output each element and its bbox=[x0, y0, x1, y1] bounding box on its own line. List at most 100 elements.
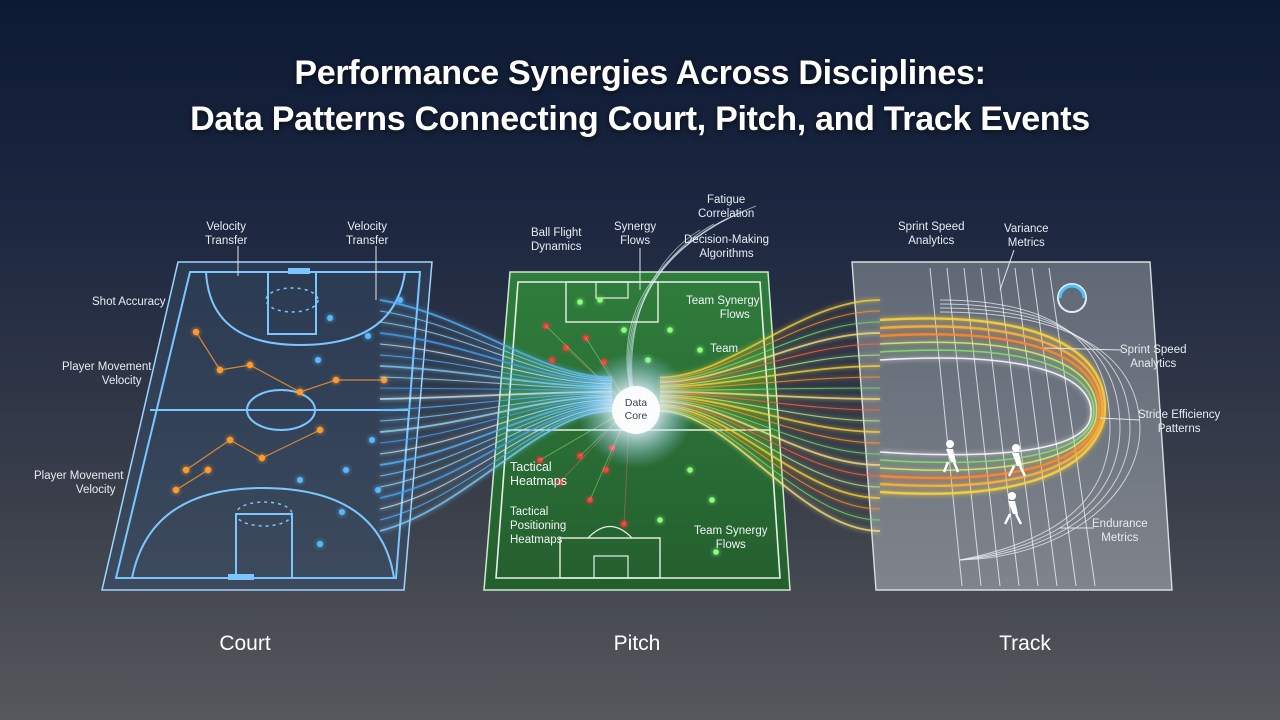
pitch-green-dot bbox=[621, 327, 627, 333]
pitch-bottom-goal-area bbox=[593, 555, 629, 579]
flow-line-left bbox=[379, 321, 613, 382]
pitch-red-dot bbox=[549, 357, 555, 363]
court-blue-dot bbox=[375, 487, 381, 493]
data-core-center bbox=[612, 386, 660, 434]
pitch-green-dot bbox=[713, 549, 719, 555]
pitch-green-dot bbox=[709, 497, 715, 503]
track-lane-line bbox=[1048, 267, 1096, 587]
track-lane-line bbox=[929, 267, 963, 587]
court-trail-line bbox=[229, 439, 263, 459]
court-trail-dot bbox=[204, 466, 212, 474]
data-core-label-2: Core bbox=[625, 410, 648, 422]
track-oval-line bbox=[879, 317, 1107, 495]
court-trail-line bbox=[249, 364, 301, 393]
court-blue-dot bbox=[297, 477, 303, 483]
court-trail-line bbox=[185, 439, 231, 471]
court-trail-line bbox=[261, 429, 321, 459]
track-label: Track bbox=[999, 632, 1051, 655]
pitch-boundary bbox=[495, 281, 781, 579]
track-oval-line bbox=[879, 325, 1104, 487]
flow-line-right bbox=[659, 299, 881, 379]
flow-line-left bbox=[379, 332, 613, 384]
track-lane-line bbox=[997, 267, 1039, 587]
court-movement-trails bbox=[172, 297, 403, 547]
pitch-green-dot bbox=[667, 327, 673, 333]
court-blue-dot bbox=[315, 357, 321, 363]
leader-lines bbox=[237, 246, 1141, 529]
annotation-shot-accuracy: Shot Accuracy bbox=[92, 296, 166, 308]
court-trail-dot bbox=[226, 436, 234, 444]
title-line-1: Performance Synergies Across Disciplines… bbox=[294, 54, 986, 92]
track-oval-line bbox=[879, 357, 1092, 456]
court-bottom-basket bbox=[228, 574, 254, 580]
pitch-green-dot bbox=[577, 299, 583, 305]
pitch-top-goal-area bbox=[595, 281, 629, 299]
court-trail-dot bbox=[216, 366, 224, 374]
track-lanes bbox=[929, 267, 1096, 587]
track-oval-outline bbox=[939, 311, 1141, 561]
court-top-arc bbox=[205, 271, 406, 347]
pitch-green-dot bbox=[697, 347, 703, 353]
court-label: Court bbox=[219, 632, 271, 655]
court-top-circle bbox=[265, 287, 319, 313]
flow-line-left bbox=[379, 310, 613, 380]
court-bottom-key bbox=[235, 513, 293, 579]
court-trail-dot bbox=[380, 376, 388, 384]
court-bottom-arc bbox=[131, 486, 395, 579]
court-blue-dot bbox=[339, 509, 345, 515]
data-core: Data Core bbox=[578, 352, 694, 468]
court-trail-dot bbox=[192, 328, 200, 336]
court-trail-dot bbox=[296, 388, 304, 396]
court-blue-dot bbox=[397, 297, 403, 303]
flow-line-left bbox=[379, 299, 613, 379]
track-oval-outline bbox=[939, 307, 1131, 561]
track-oval-line bbox=[879, 349, 1095, 464]
court-trail-line bbox=[175, 469, 209, 491]
runner-icon bbox=[942, 440, 1027, 525]
court-panel bbox=[101, 261, 433, 591]
court-blue-dot bbox=[327, 315, 333, 321]
court-trail-dot bbox=[182, 466, 190, 474]
data-core-label-1: Data bbox=[625, 397, 647, 409]
pitch-green-dot bbox=[687, 467, 693, 473]
flow-line-right bbox=[659, 332, 881, 384]
court-trail-line bbox=[195, 331, 221, 371]
court-trail-dot bbox=[246, 361, 254, 369]
court-blue-dot bbox=[365, 333, 371, 339]
page-title: Performance Synergies Across Disciplines… bbox=[0, 50, 1280, 142]
track-oval-outline bbox=[939, 303, 1121, 561]
pitch-green-dot bbox=[657, 517, 663, 523]
pitch-bottom-arc bbox=[587, 525, 633, 539]
pitch-green-dot bbox=[597, 297, 603, 303]
track-panel bbox=[851, 261, 1173, 591]
track-lane-line bbox=[946, 267, 982, 587]
track-oval-outline bbox=[939, 299, 1111, 561]
track-oval-line bbox=[879, 333, 1101, 480]
court-boundary bbox=[114, 271, 422, 579]
court-blue-dot bbox=[343, 467, 349, 473]
flow-line-right bbox=[659, 321, 881, 382]
court-center-circle bbox=[246, 389, 316, 431]
court-trail-line bbox=[219, 364, 251, 371]
flow-line-right bbox=[659, 310, 881, 380]
court-trail-dot bbox=[172, 486, 180, 494]
track-lane-line bbox=[1031, 267, 1077, 587]
court-bottom-circle bbox=[235, 501, 293, 527]
court-trail-line bbox=[299, 379, 337, 393]
pitch-label: Pitch bbox=[613, 632, 661, 655]
